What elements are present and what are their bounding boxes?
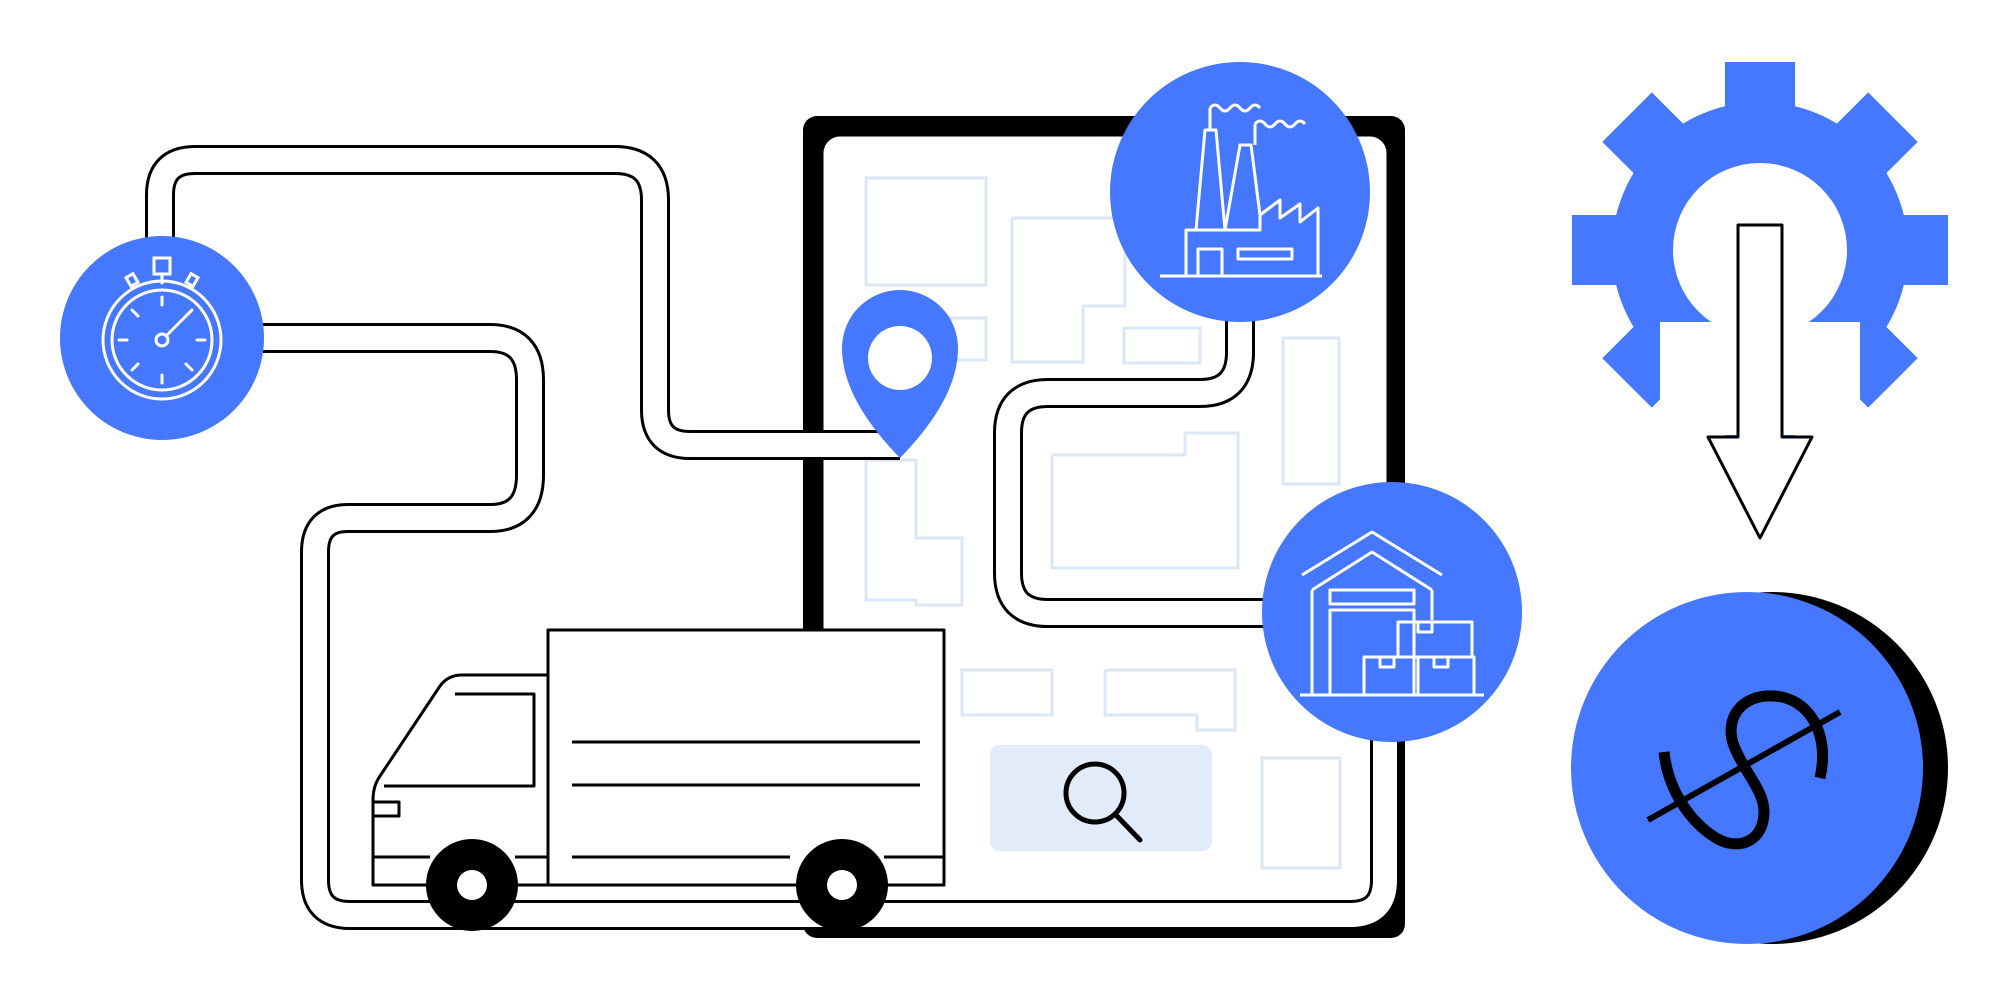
map-block	[864, 458, 964, 607]
search-field	[990, 745, 1212, 851]
map-blocks	[864, 176, 1342, 870]
stopwatch-badge-circle	[60, 236, 264, 440]
factory-badge	[1110, 62, 1370, 322]
route-inner	[250, 326, 1397, 927]
map-block	[864, 176, 988, 287]
warehouse-badge-circle	[1262, 482, 1522, 742]
stopwatch-badge	[60, 236, 264, 440]
map-block	[1050, 431, 1240, 570]
gear-down-arrow-icon	[1572, 62, 1948, 540]
arrow-down-outline	[1706, 223, 1814, 540]
location-pin-icon	[842, 290, 958, 458]
map-block	[1281, 336, 1341, 486]
stopwatch-icon	[101, 256, 223, 401]
truck-wheels	[426, 839, 888, 931]
truck-wheel-front-hub	[457, 870, 487, 900]
magnifier-icon	[1063, 761, 1143, 843]
map-block	[960, 668, 1054, 717]
delivery-route	[145, 145, 1400, 930]
warehouse-icon	[1300, 530, 1484, 697]
truck-cargo-box	[546, 628, 946, 887]
map-block	[1103, 668, 1237, 732]
warehouse-badge	[1262, 482, 1522, 742]
route-inner	[148, 148, 900, 457]
route-inner	[996, 310, 1300, 625]
map-block	[1260, 756, 1342, 870]
map-search-bar	[990, 745, 1212, 851]
truck-wheel-rear-hub	[827, 870, 857, 900]
map-block	[1122, 326, 1202, 365]
dollar-sign-icon	[1658, 690, 1829, 850]
crossed-dollar-coin-icon	[1571, 592, 1948, 944]
delivery-truck-icon	[371, 628, 946, 887]
strike-line	[1646, 709, 1842, 823]
factory-icon	[1160, 103, 1322, 278]
truck-cab	[371, 673, 550, 887]
factory-badge-circle	[1110, 62, 1370, 322]
